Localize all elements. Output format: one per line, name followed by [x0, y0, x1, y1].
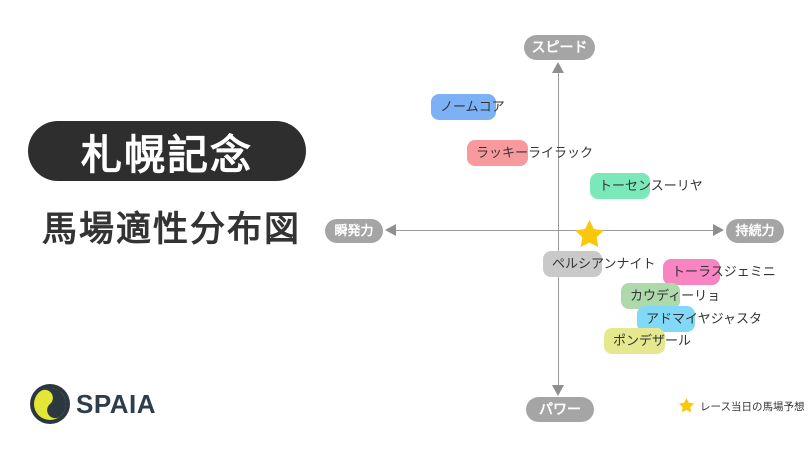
- axis-arrow-right-icon: [713, 224, 724, 236]
- horse-name: ペルシアンナイト: [552, 256, 656, 271]
- horse-label: カウディーリョ: [621, 283, 721, 309]
- horse-name: トーラスジェミニ: [672, 264, 776, 279]
- horse-label: アドマイヤジャスタ: [637, 306, 762, 332]
- horse-label: トーラスジェミニ: [663, 259, 776, 285]
- axis-arrow-down-icon: [552, 385, 564, 396]
- horse-name: ノームコア: [440, 99, 505, 114]
- horse-name: カウディーリョ: [630, 288, 721, 303]
- horizontal-axis-line: [396, 230, 714, 231]
- axis-label-speed: スピード: [524, 35, 595, 60]
- horse-label: トーセンスーリヤ: [590, 173, 703, 199]
- chart-subtitle: 馬場適性分布図: [42, 210, 302, 249]
- axis-arrow-up-icon: [552, 62, 564, 73]
- horse-name: ポンデザール: [613, 333, 692, 348]
- vertical-axis-line: [558, 72, 559, 386]
- horse-name: ラッキーライラック: [476, 145, 594, 160]
- horse-name: アドマイヤジャスタ: [646, 311, 762, 326]
- legend: レース当日の馬場予想: [678, 398, 804, 414]
- legend-label: レース当日の馬場予想: [700, 400, 805, 413]
- race-title: 札幌記念: [81, 132, 253, 178]
- forecast-star-icon: [575, 220, 604, 248]
- spaia-logo-icon: [30, 384, 70, 424]
- horse-label: ノームコア: [431, 94, 505, 120]
- axis-arrow-left-icon: [385, 224, 396, 236]
- horse-label: ペルシアンナイト: [543, 251, 656, 277]
- race-title-badge: 札幌記念: [28, 121, 306, 181]
- horse-name: トーセンスーリヤ: [599, 178, 703, 193]
- horse-label: ポンデザール: [604, 328, 692, 354]
- spaia-logo: SPAIA: [30, 384, 156, 424]
- spaia-logo-text: SPAIA: [76, 388, 157, 419]
- axis-label-burst: 瞬発力: [325, 219, 383, 243]
- axis-label-sustain: 持続力: [726, 219, 784, 243]
- legend-star-icon: [678, 398, 695, 413]
- axis-label-power: パワー: [526, 397, 594, 422]
- horse-label: ラッキーライラック: [467, 140, 594, 166]
